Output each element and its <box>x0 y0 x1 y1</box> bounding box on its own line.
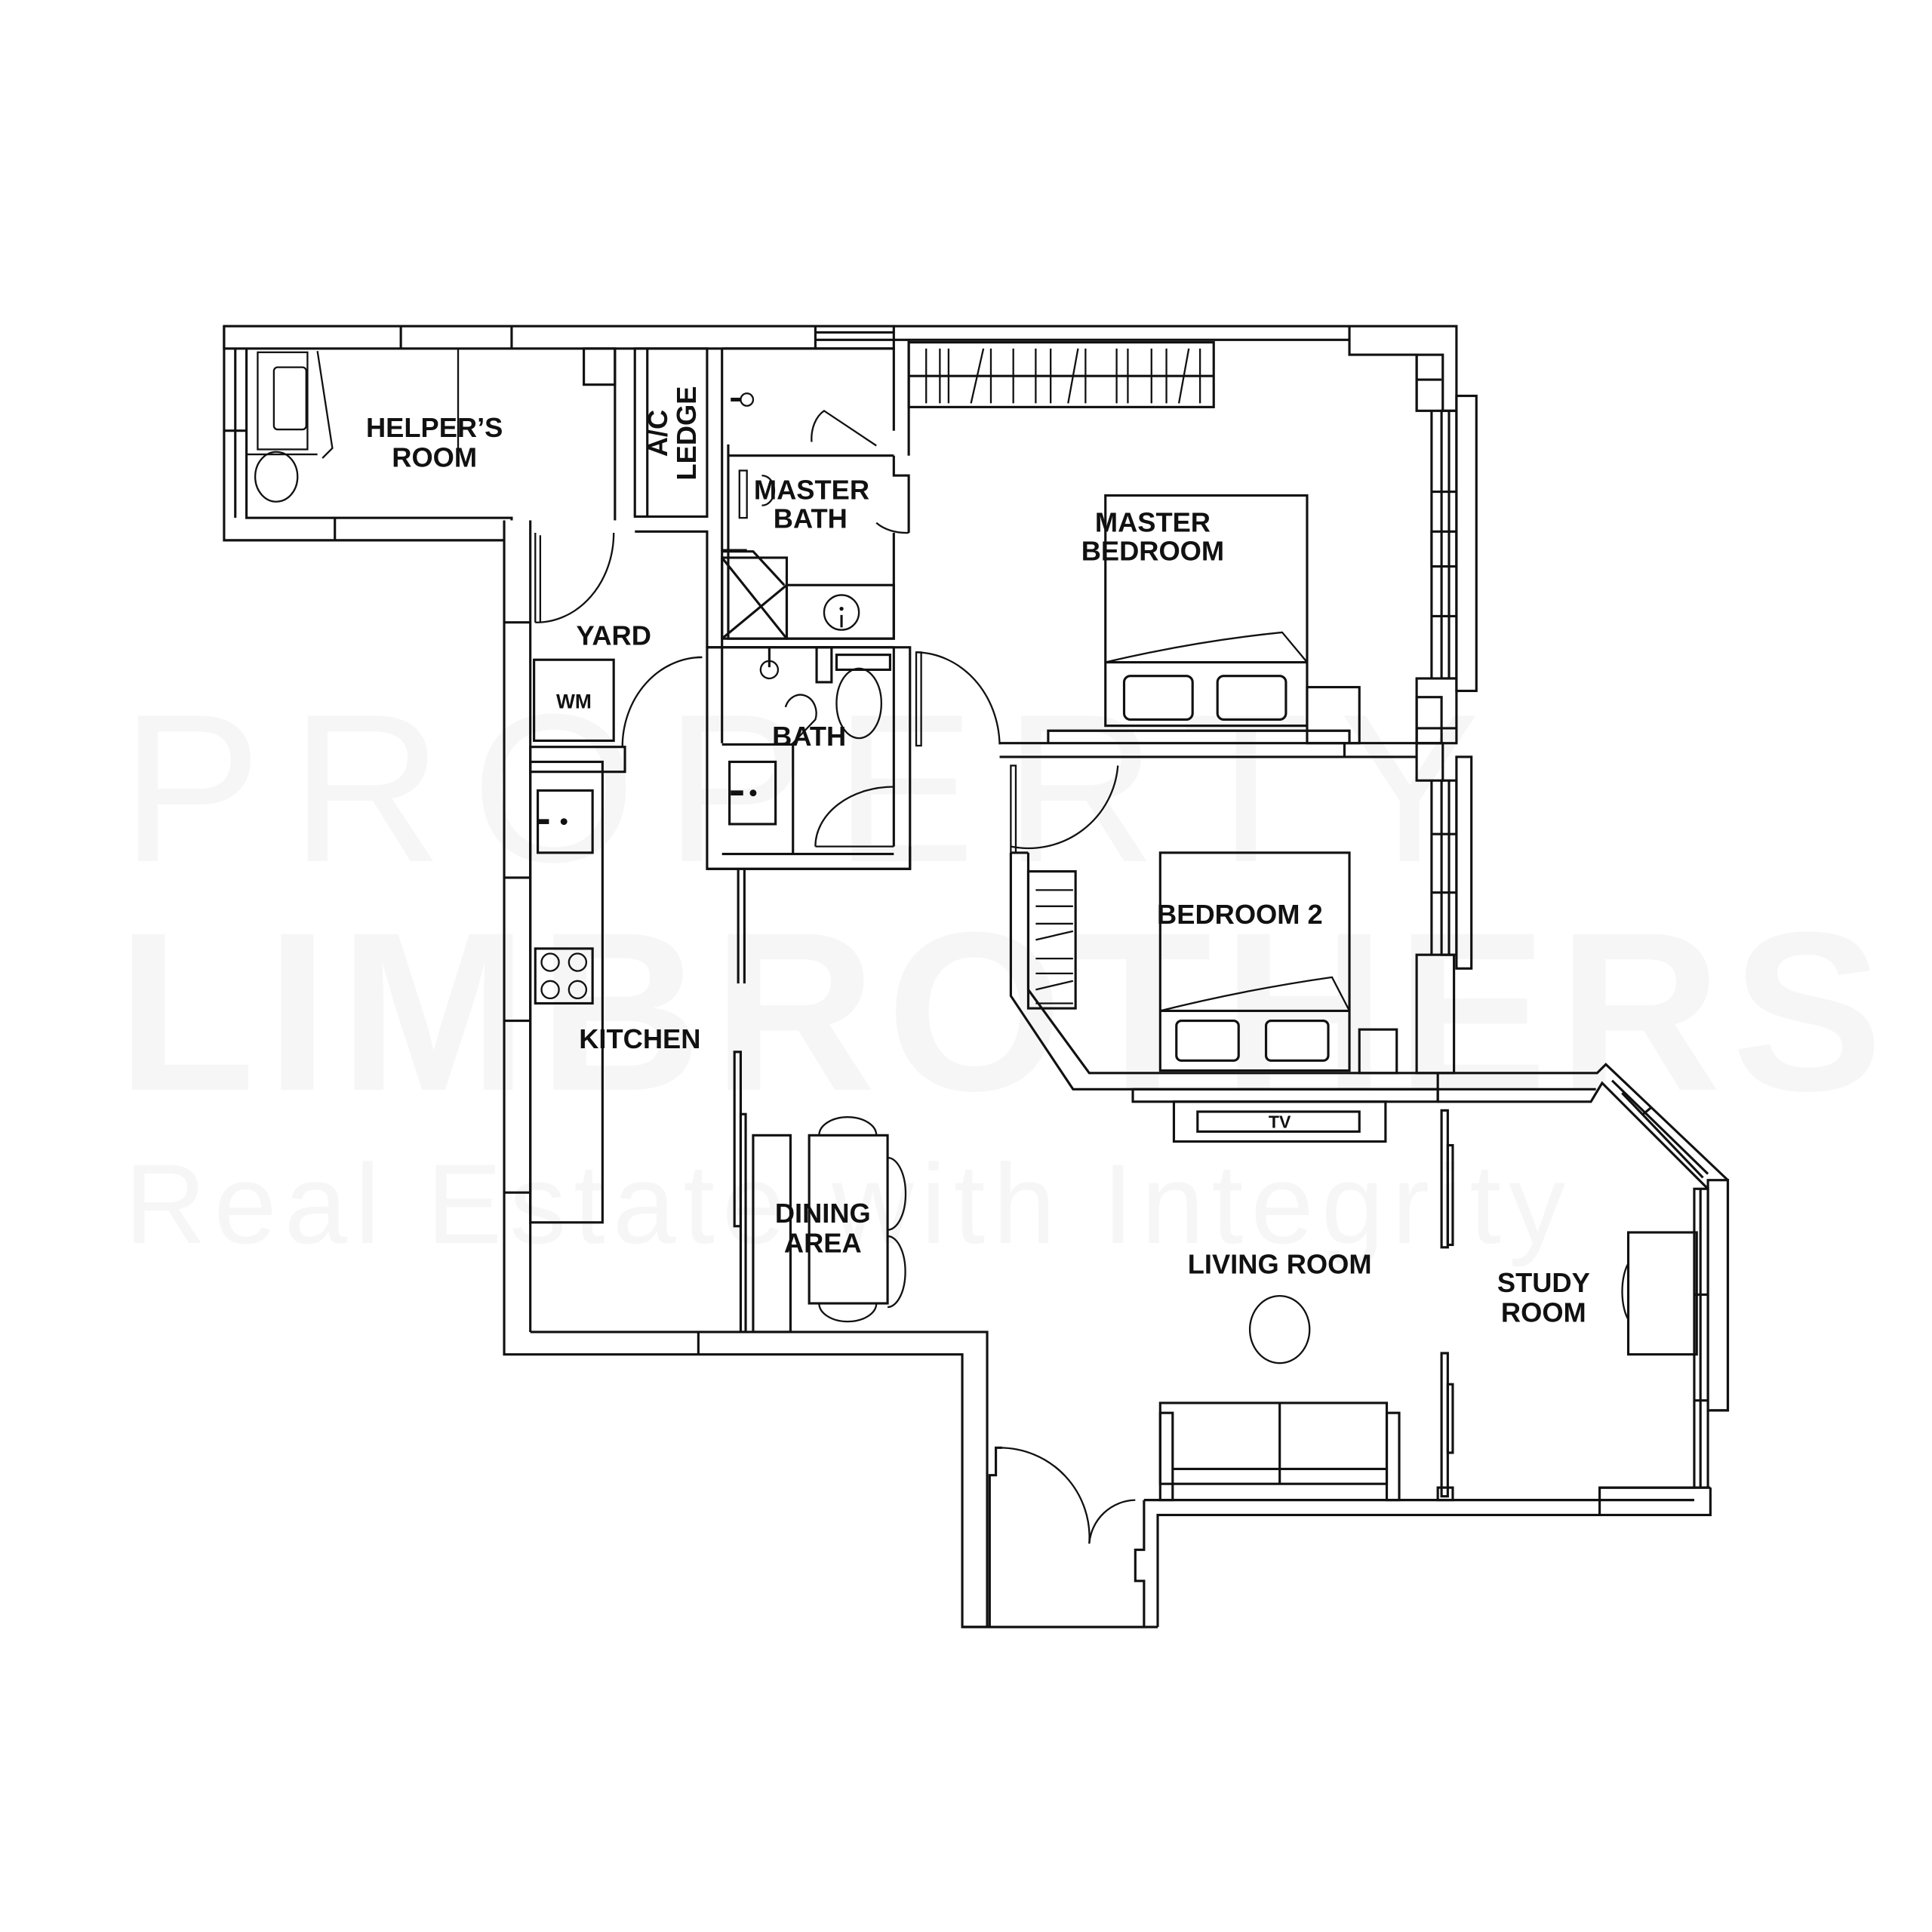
label-tv: TV <box>1269 1112 1291 1131</box>
label-dining-area-1: DINING <box>775 1198 871 1229</box>
label-kitchen: KITCHEN <box>579 1023 700 1054</box>
label-study-room-2: ROOM <box>1501 1297 1586 1328</box>
label-bath: BATH <box>772 721 846 752</box>
label-dining-area-2: AREA <box>784 1227 862 1258</box>
wardrobe-hangers <box>925 348 1201 1004</box>
furniture-details <box>246 348 1629 1544</box>
label-yard: YARD <box>576 620 651 651</box>
label-helpers-room-1: HELPER’S <box>366 412 503 443</box>
label-study-room-1: STUDY <box>1497 1267 1590 1298</box>
label-master-bath-1: MASTER <box>754 474 869 505</box>
label-ac-ledge-2: LEDGE <box>671 386 702 481</box>
label-living-room: LIVING ROOM <box>1188 1248 1372 1279</box>
label-washing-machine: WM <box>556 691 592 713</box>
label-helpers-room-2: ROOM <box>392 442 477 473</box>
walls <box>223 325 1730 1629</box>
label-bedroom-2: BEDROOM 2 <box>1157 899 1323 930</box>
label-master-bedroom-1: MASTER <box>1095 506 1211 537</box>
room-labels: HELPER’S ROOM A/C LEDGE MASTER BATH MAST… <box>366 386 1590 1328</box>
label-ac-ledge-1: A/C <box>642 410 673 457</box>
label-master-bath-2: BATH <box>774 503 848 534</box>
label-master-bedroom-2: BEDROOM <box>1081 535 1224 566</box>
